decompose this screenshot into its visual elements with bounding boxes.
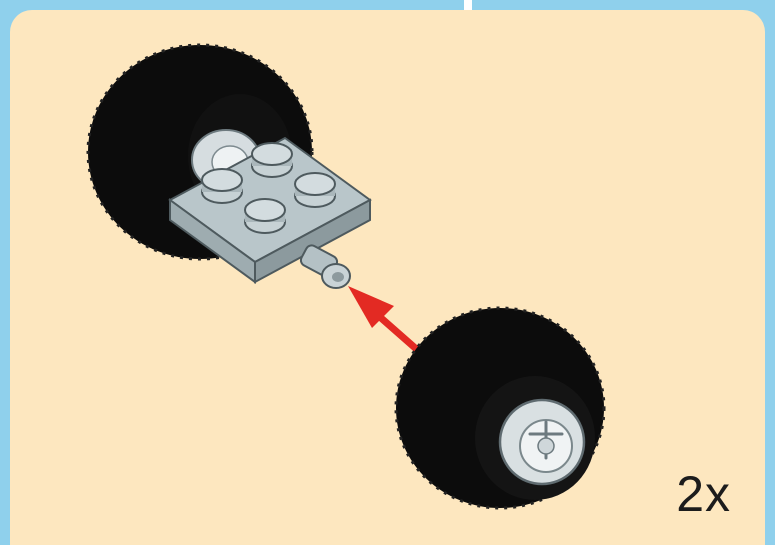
arrow-icon — [348, 286, 422, 354]
instruction-panel: 2x — [10, 10, 765, 545]
wheel-assembly-icon — [88, 45, 370, 288]
axle-pin-icon — [299, 243, 350, 288]
quantity-label: 2x — [676, 465, 731, 523]
assembly-illustration — [10, 10, 765, 545]
wheel-icon — [396, 308, 604, 508]
